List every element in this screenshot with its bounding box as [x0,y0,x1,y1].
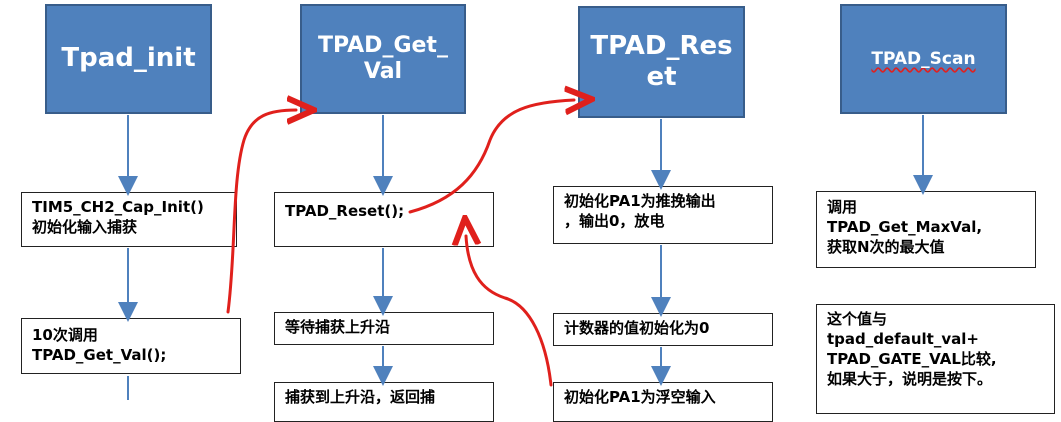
box-pa1-floating: 初始化PA1为浮空输入 [553,382,773,422]
link-arrow-floating-back [466,236,553,387]
box-compare-threshold: 这个值与 tpad_default_val+ TPAD_GATE_VAL比较, … [816,304,1055,414]
flow-arrows [118,115,933,400]
box-counter-reset: 计数器的值初始化为0 [553,313,773,346]
box-wait-rising-edge: 等待捕获上升沿 [274,312,494,345]
box-tpad-reset-call: TPAD_Reset(); [274,192,494,247]
box-call-get-val: 10次调用 TPAD_Get_Val(); [21,318,241,374]
header-tpad-reset: TPAD_Res et [578,6,745,118]
header-tpad-scan: TPAD_Scan [840,4,1007,114]
box-pa1-pushpull: 初始化PA1为推挽输出 ，输出0，放电 [553,186,773,244]
box-cap-init: TIM5_CH2_Cap_Init() 初始化输入捕获 [21,192,237,247]
header-tpad-get-val: TPAD_Get_ Val [300,4,466,114]
header-tpad-init: Tpad_init [45,4,212,114]
header-tpad-scan-label: TPAD_Scan [871,48,976,69]
box-captured-rising-edge: 捕获到上升沿，返回捕 [274,382,494,422]
box-get-maxval: 调用 TPAD_Get_MaxVal, 获取N次的最大值 [816,191,1036,268]
